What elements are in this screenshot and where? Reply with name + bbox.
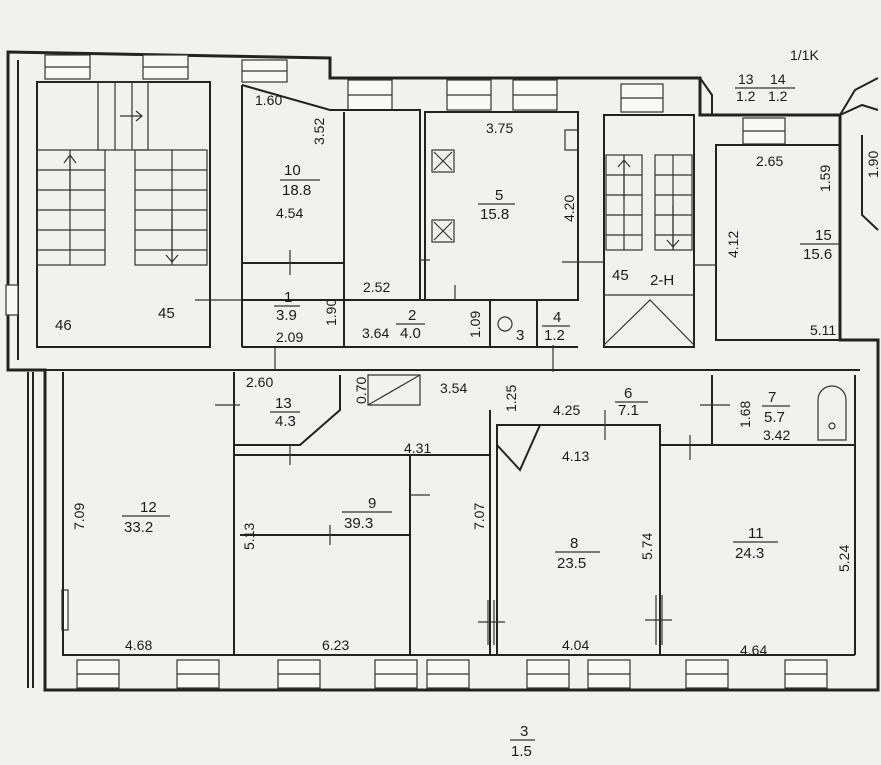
room-12-number: 12 — [140, 499, 157, 516]
dim-4-54: 4.54 — [276, 205, 303, 221]
room-11-area: 24.3 — [735, 545, 764, 562]
room-7-area: 5.7 — [764, 409, 785, 426]
dim-5-74: 5.74 — [639, 533, 655, 560]
room-5-fixtures — [431, 149, 455, 243]
room-2-area: 4.0 — [400, 325, 421, 342]
room-4-number: 4 — [553, 309, 561, 326]
room-8-number: 8 — [570, 535, 578, 552]
room-10-area: 18.8 — [282, 182, 311, 199]
dim-4-31: 4.31 — [404, 440, 431, 456]
dim-4-13: 4.13 — [562, 448, 589, 464]
dim-6-23: 6.23 — [322, 637, 349, 653]
corner-label: 1/1K — [790, 47, 819, 63]
room-9-area: 39.3 — [344, 515, 373, 532]
room-1-number: 1 — [284, 289, 292, 306]
dim-1-09: 1.09 — [467, 311, 483, 338]
dimension-labels: 1.60 3.52 4.54 3.75 4.20 2.65 1.59 1.90 … — [71, 92, 881, 658]
room-13-area: 4.3 — [275, 413, 296, 430]
dim-3-75: 3.75 — [486, 120, 513, 136]
dim-1-68: 1.68 — [737, 401, 753, 428]
stair-left-label-a: 46 — [55, 317, 72, 334]
dim-3-52: 3.52 — [311, 118, 327, 145]
dim-2-60: 2.60 — [246, 374, 273, 390]
top-room-13-number: 13 — [738, 71, 754, 87]
dim-2-52: 2.52 — [363, 279, 390, 295]
dim-5-13: 5.13 — [241, 523, 257, 550]
dim-4-20: 4.20 — [561, 195, 577, 222]
room-11-number: 11 — [748, 525, 764, 542]
stair-middle-label: 45 — [612, 267, 629, 284]
dim-1-90-right: 1.90 — [865, 151, 881, 178]
dim-7-07: 7.07 — [471, 503, 487, 530]
dim-3-42: 3.42 — [763, 427, 790, 443]
dim-5-24: 5.24 — [836, 545, 852, 572]
dim-2-65: 2.65 — [756, 153, 783, 169]
room-12-area: 33.2 — [124, 519, 153, 536]
dim-1-90: 1.90 — [323, 299, 339, 326]
top-room-14-number: 14 — [770, 71, 786, 87]
dim-1-60: 1.60 — [255, 92, 282, 108]
room-15-area: 15.6 — [803, 246, 832, 263]
stair-middle-code: 2-H — [650, 272, 674, 289]
dim-1-25: 1.25 — [503, 385, 519, 412]
top-room-14-area: 1.2 — [768, 88, 788, 104]
room-4-area: 1.2 — [544, 327, 565, 344]
room-6-area: 7.1 — [618, 402, 639, 419]
windows — [5, 54, 828, 689]
dim-4-25: 4.25 — [553, 402, 580, 418]
interior-walls — [36, 81, 860, 656]
dim-4-64: 4.64 — [740, 642, 767, 658]
dim-1-59: 1.59 — [817, 165, 833, 192]
stair-left-label-b: 45 — [158, 305, 175, 322]
dim-7-09: 7.09 — [71, 503, 87, 530]
room-13-number: 13 — [275, 395, 292, 412]
stairs-left — [36, 81, 208, 266]
dim-3-64: 3.64 — [362, 325, 389, 341]
small-room-3-label: 3 — [516, 327, 524, 344]
dim-3-54: 3.54 — [440, 380, 467, 396]
room-9-number: 9 — [368, 495, 376, 512]
bottom-room-number: 3 — [520, 723, 528, 740]
dim-4-04: 4.04 — [562, 637, 589, 653]
room-5-area: 15.8 — [480, 206, 509, 223]
room-7-number: 7 — [768, 389, 776, 406]
dim-4-12: 4.12 — [725, 231, 741, 258]
dim-5-11: 5.11 — [810, 322, 836, 338]
room-5-number: 5 — [495, 187, 503, 204]
dim-2-09: 2.09 — [276, 329, 303, 345]
bottom-room-area: 1.5 — [511, 743, 532, 760]
room-15-number: 15 — [815, 227, 832, 244]
stairs-middle — [605, 154, 693, 251]
room-6-number: 6 — [624, 385, 632, 402]
dim-4-68: 4.68 — [125, 637, 152, 653]
top-room-13-area: 1.2 — [736, 88, 756, 104]
room-1-area: 3.9 — [276, 307, 297, 324]
room-8-area: 23.5 — [557, 555, 586, 572]
room-2-number: 2 — [408, 307, 416, 324]
room-labels: 10 18.8 5 15.8 15 15.6 1 3.9 2 4.0 4 1.2… — [55, 162, 840, 760]
room-10-number: 10 — [284, 162, 301, 179]
dim-0-70: 0.70 — [353, 377, 369, 404]
